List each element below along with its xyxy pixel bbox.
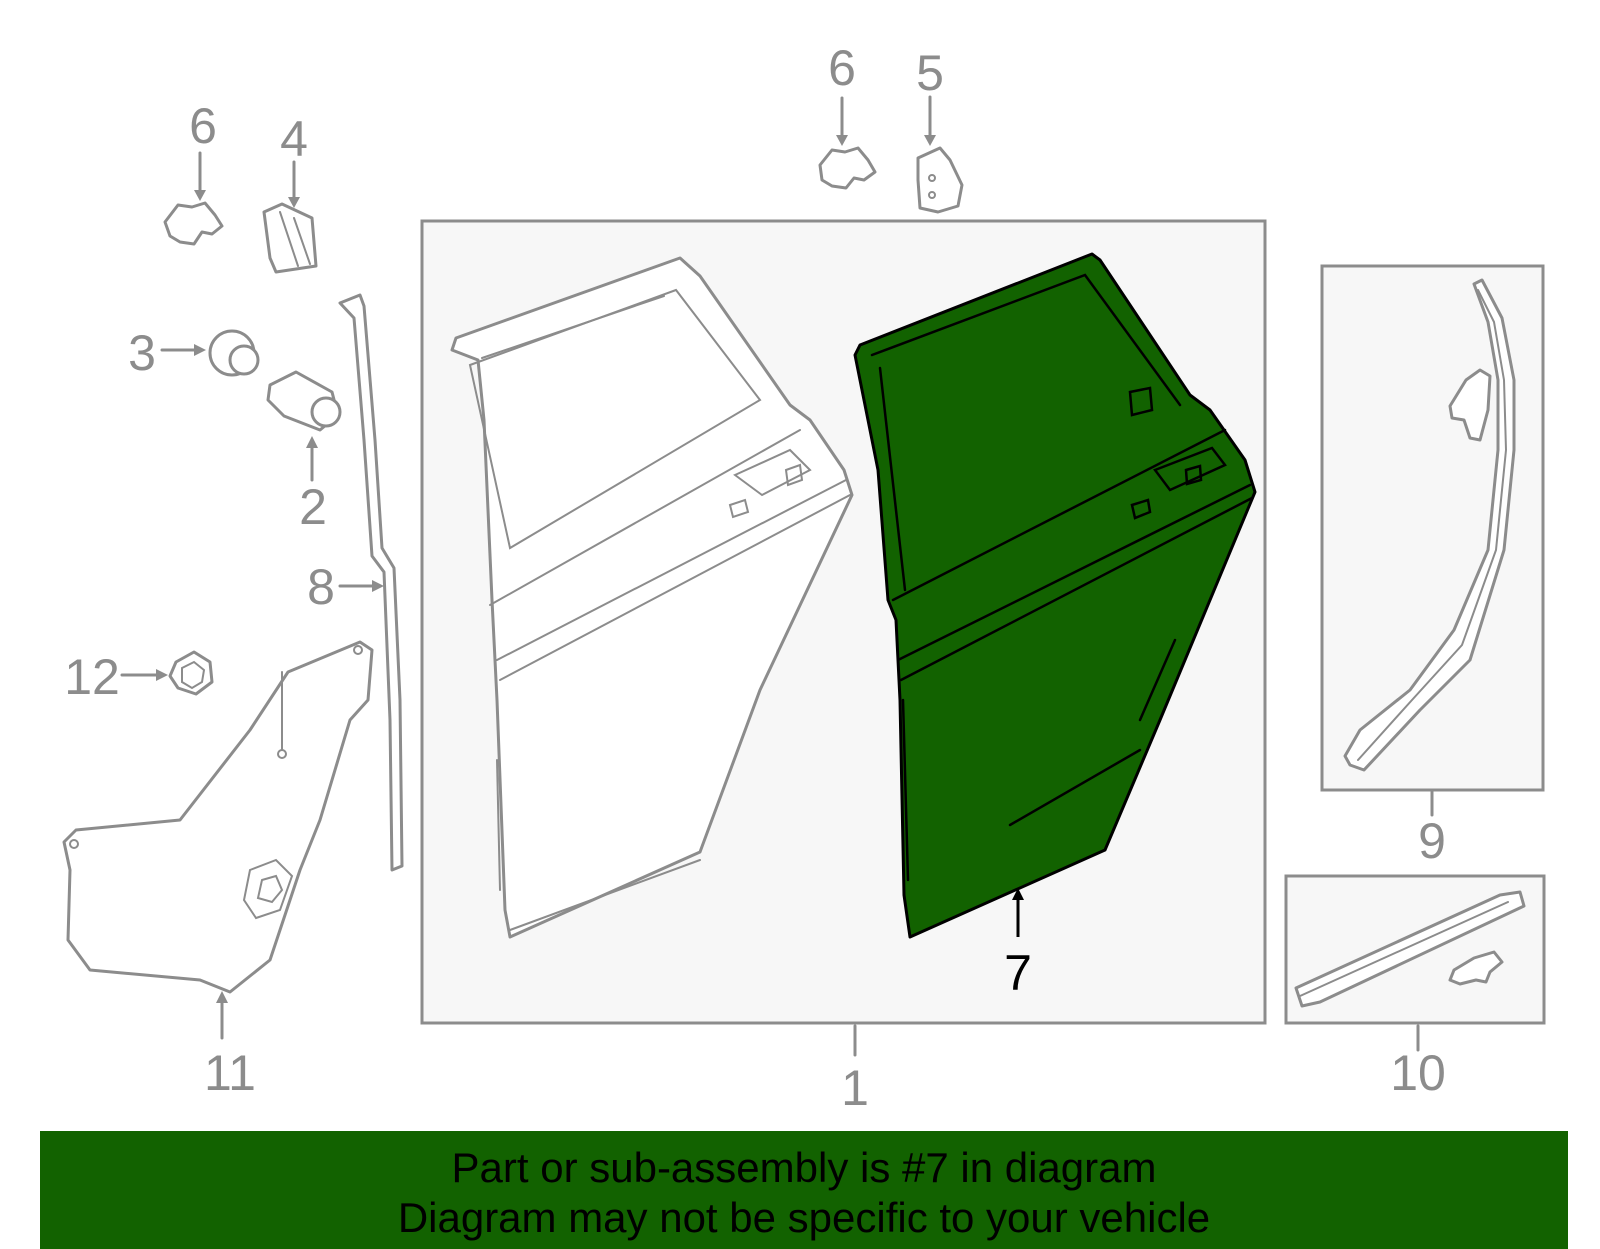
banner-line-disclaimer: Diagram may not be specific to your vehi… [397,1194,1211,1241]
callout-11: 11 [204,1045,256,1101]
part-5-bracket [916,95,964,214]
info-banner: Part or sub-assembly is #7 in diagram Di… [40,1131,1568,1249]
callout-7-leader [1012,888,1024,937]
part-4-bracket [262,160,318,274]
part-9-molding [1343,278,1516,772]
part-11-water-shield [62,640,374,1040]
callout-4: 4 [280,111,308,167]
callout-7: 7 [1004,945,1032,1001]
callout-10: 10 [1390,1045,1446,1101]
callout-3: 3 [128,325,156,381]
callout-6-left: 6 [189,98,217,154]
callout-9: 9 [1418,813,1446,869]
callout-2: 2 [299,479,327,535]
banner-line-part: Part or sub-assembly is #7 in diagram [451,1144,1157,1191]
part-2-bumper [266,370,342,482]
door-shell-outline [450,256,854,939]
part-8-weatherstrip [338,293,404,872]
callout-8: 8 [307,559,335,615]
part-7-rear-door-highlighted [853,252,1257,939]
part-9-box [1320,264,1545,792]
callout-5: 5 [916,45,944,101]
callout-12: 12 [64,649,120,705]
part-6-clip-top [818,96,877,190]
part-12-nut [120,650,214,696]
callout-1: 1 [841,1060,869,1116]
callout-6-top: 6 [828,40,856,96]
part-3-grommet [160,329,260,377]
part-10-applique [1294,890,1526,1008]
part-6-clip-left [163,151,224,246]
